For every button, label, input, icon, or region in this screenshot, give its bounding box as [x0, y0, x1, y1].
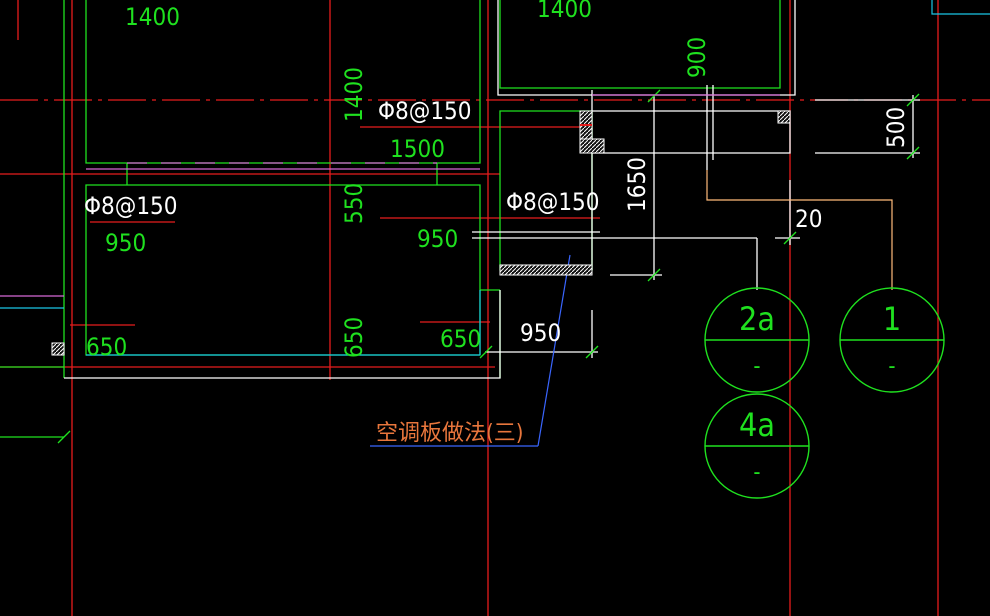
- outer-frame: [64, 290, 501, 379]
- callout-4a[interactable]: 4a -: [704, 393, 810, 499]
- dim-900: 900: [683, 37, 711, 78]
- callout-1[interactable]: 1 -: [839, 287, 945, 393]
- dim-ticks: [57, 89, 920, 444]
- dim-1400-vertical: 1400: [340, 67, 368, 122]
- callout-2a[interactable]: 2a -: [704, 287, 810, 393]
- cyan-corner: [931, 0, 990, 15]
- callout-2a-bottom: -: [753, 354, 760, 379]
- dim-650-left: 650: [86, 333, 127, 361]
- hatched-blocks: [51, 110, 791, 356]
- dim-1650: 1650: [623, 157, 651, 212]
- blue-leader: [537, 254, 571, 447]
- rebar-label-right: Φ8@150: [506, 188, 600, 216]
- rebar-label-left: Φ8@150: [84, 192, 178, 220]
- dim-20: 20: [795, 205, 822, 233]
- white-outlines: [64, 0, 920, 379]
- ac-box: [592, 110, 791, 154]
- dim-650-vertical: 650: [340, 317, 368, 358]
- dim-1400-top-right: 1400: [537, 0, 592, 23]
- callout-2a-top: 2a: [739, 300, 775, 338]
- dim-950-left: 950: [105, 229, 146, 257]
- dim-1400-top-left: 1400: [125, 3, 180, 31]
- callout-4a-bottom: -: [753, 460, 760, 485]
- orange-leader-1: [706, 170, 893, 290]
- dim-950-lower: 950: [520, 319, 561, 347]
- callout-4a-top: 4a: [739, 406, 775, 444]
- dim-950-mid: 950: [417, 225, 458, 253]
- callout-1-top: 1: [883, 300, 901, 338]
- note-ac-slab: 空调板做法(三): [376, 421, 523, 446]
- dim-1500: 1500: [390, 135, 445, 163]
- rebar-label-upper: Φ8@150: [378, 97, 472, 125]
- dim-650-right: 650: [440, 325, 481, 353]
- dim-500: 500: [882, 107, 910, 148]
- upper-right-slab: [499, 0, 781, 89]
- misc-lines: [0, 0, 990, 447]
- dim-550: 550: [340, 183, 368, 224]
- callout-1-bottom: -: [888, 354, 895, 379]
